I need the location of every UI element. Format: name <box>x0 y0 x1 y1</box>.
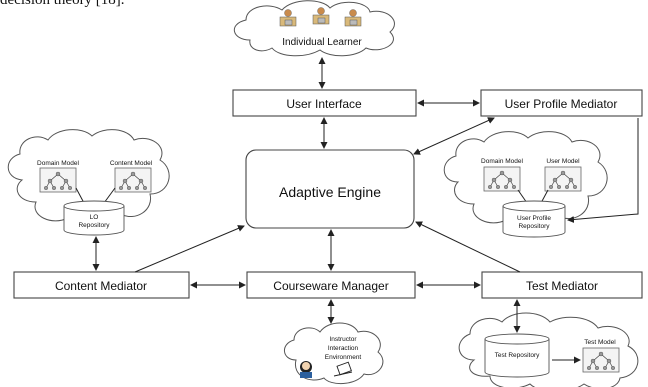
user-profile-repository-cylinder <box>502 200 566 238</box>
caption-text: decision theory [18]. <box>0 0 125 8</box>
courseware-manager-label: Courseware Manager <box>273 279 388 293</box>
user-profile-mediator-label: User Profile Mediator <box>505 97 618 111</box>
content-mediator-label: Content Mediator <box>55 279 147 293</box>
lo-repository-line2: Repository <box>78 222 110 229</box>
user-interface-box <box>232 89 417 117</box>
test-cloud: Test Repository Test Model <box>458 312 639 387</box>
instructor-line2: Interaction <box>328 345 359 352</box>
instructor-cloud: Instructor Interaction Environment <box>284 322 384 384</box>
test-repository-cylinder <box>484 333 550 378</box>
learner-desk-icon <box>312 7 330 25</box>
test-repository-label: Test Repository <box>495 352 541 359</box>
instructor-line3: Environment <box>325 354 362 361</box>
content-mediator-box <box>13 271 190 299</box>
test-mediator-label: Test Mediator <box>526 279 598 293</box>
instructor-person-icon <box>300 361 312 378</box>
user-profile-repository-line2: Repository <box>518 223 550 230</box>
user-profile-cloud: Domain Model User Model User Profile Rep… <box>443 131 608 238</box>
user-profile-mediator-box <box>480 89 643 117</box>
courseware-manager-box <box>246 271 416 299</box>
learner-desk-icon <box>344 9 362 27</box>
user-profile-repository-line1: User Profile <box>517 215 551 222</box>
content-cloud: Domain Model Content Model LO Repository <box>7 129 170 236</box>
right-domain-model-label: Domain Model <box>481 158 523 165</box>
user-interface-label: User Interface <box>286 97 362 111</box>
adaptive-engine-label: Adaptive Engine <box>279 184 381 200</box>
test-model-label: Test Model <box>584 339 616 346</box>
instructor-line1: Instructor <box>329 336 357 343</box>
test-mediator-box <box>481 271 643 299</box>
laptop-icon <box>333 361 353 377</box>
connectors <box>92 57 639 333</box>
left-domain-model-label: Domain Model <box>37 160 79 167</box>
lo-repository-cylinder <box>63 200 125 236</box>
lo-repository-line1: LO <box>90 214 99 221</box>
user-model-label: User Model <box>546 158 580 165</box>
learner-desk-icon <box>279 9 297 27</box>
adaptive-engine-box <box>245 149 415 229</box>
individual-learner-cloud: Individual Learner <box>234 0 395 57</box>
content-model-label: Content Model <box>110 160 153 167</box>
individual-learner-label: Individual Learner <box>282 37 362 48</box>
